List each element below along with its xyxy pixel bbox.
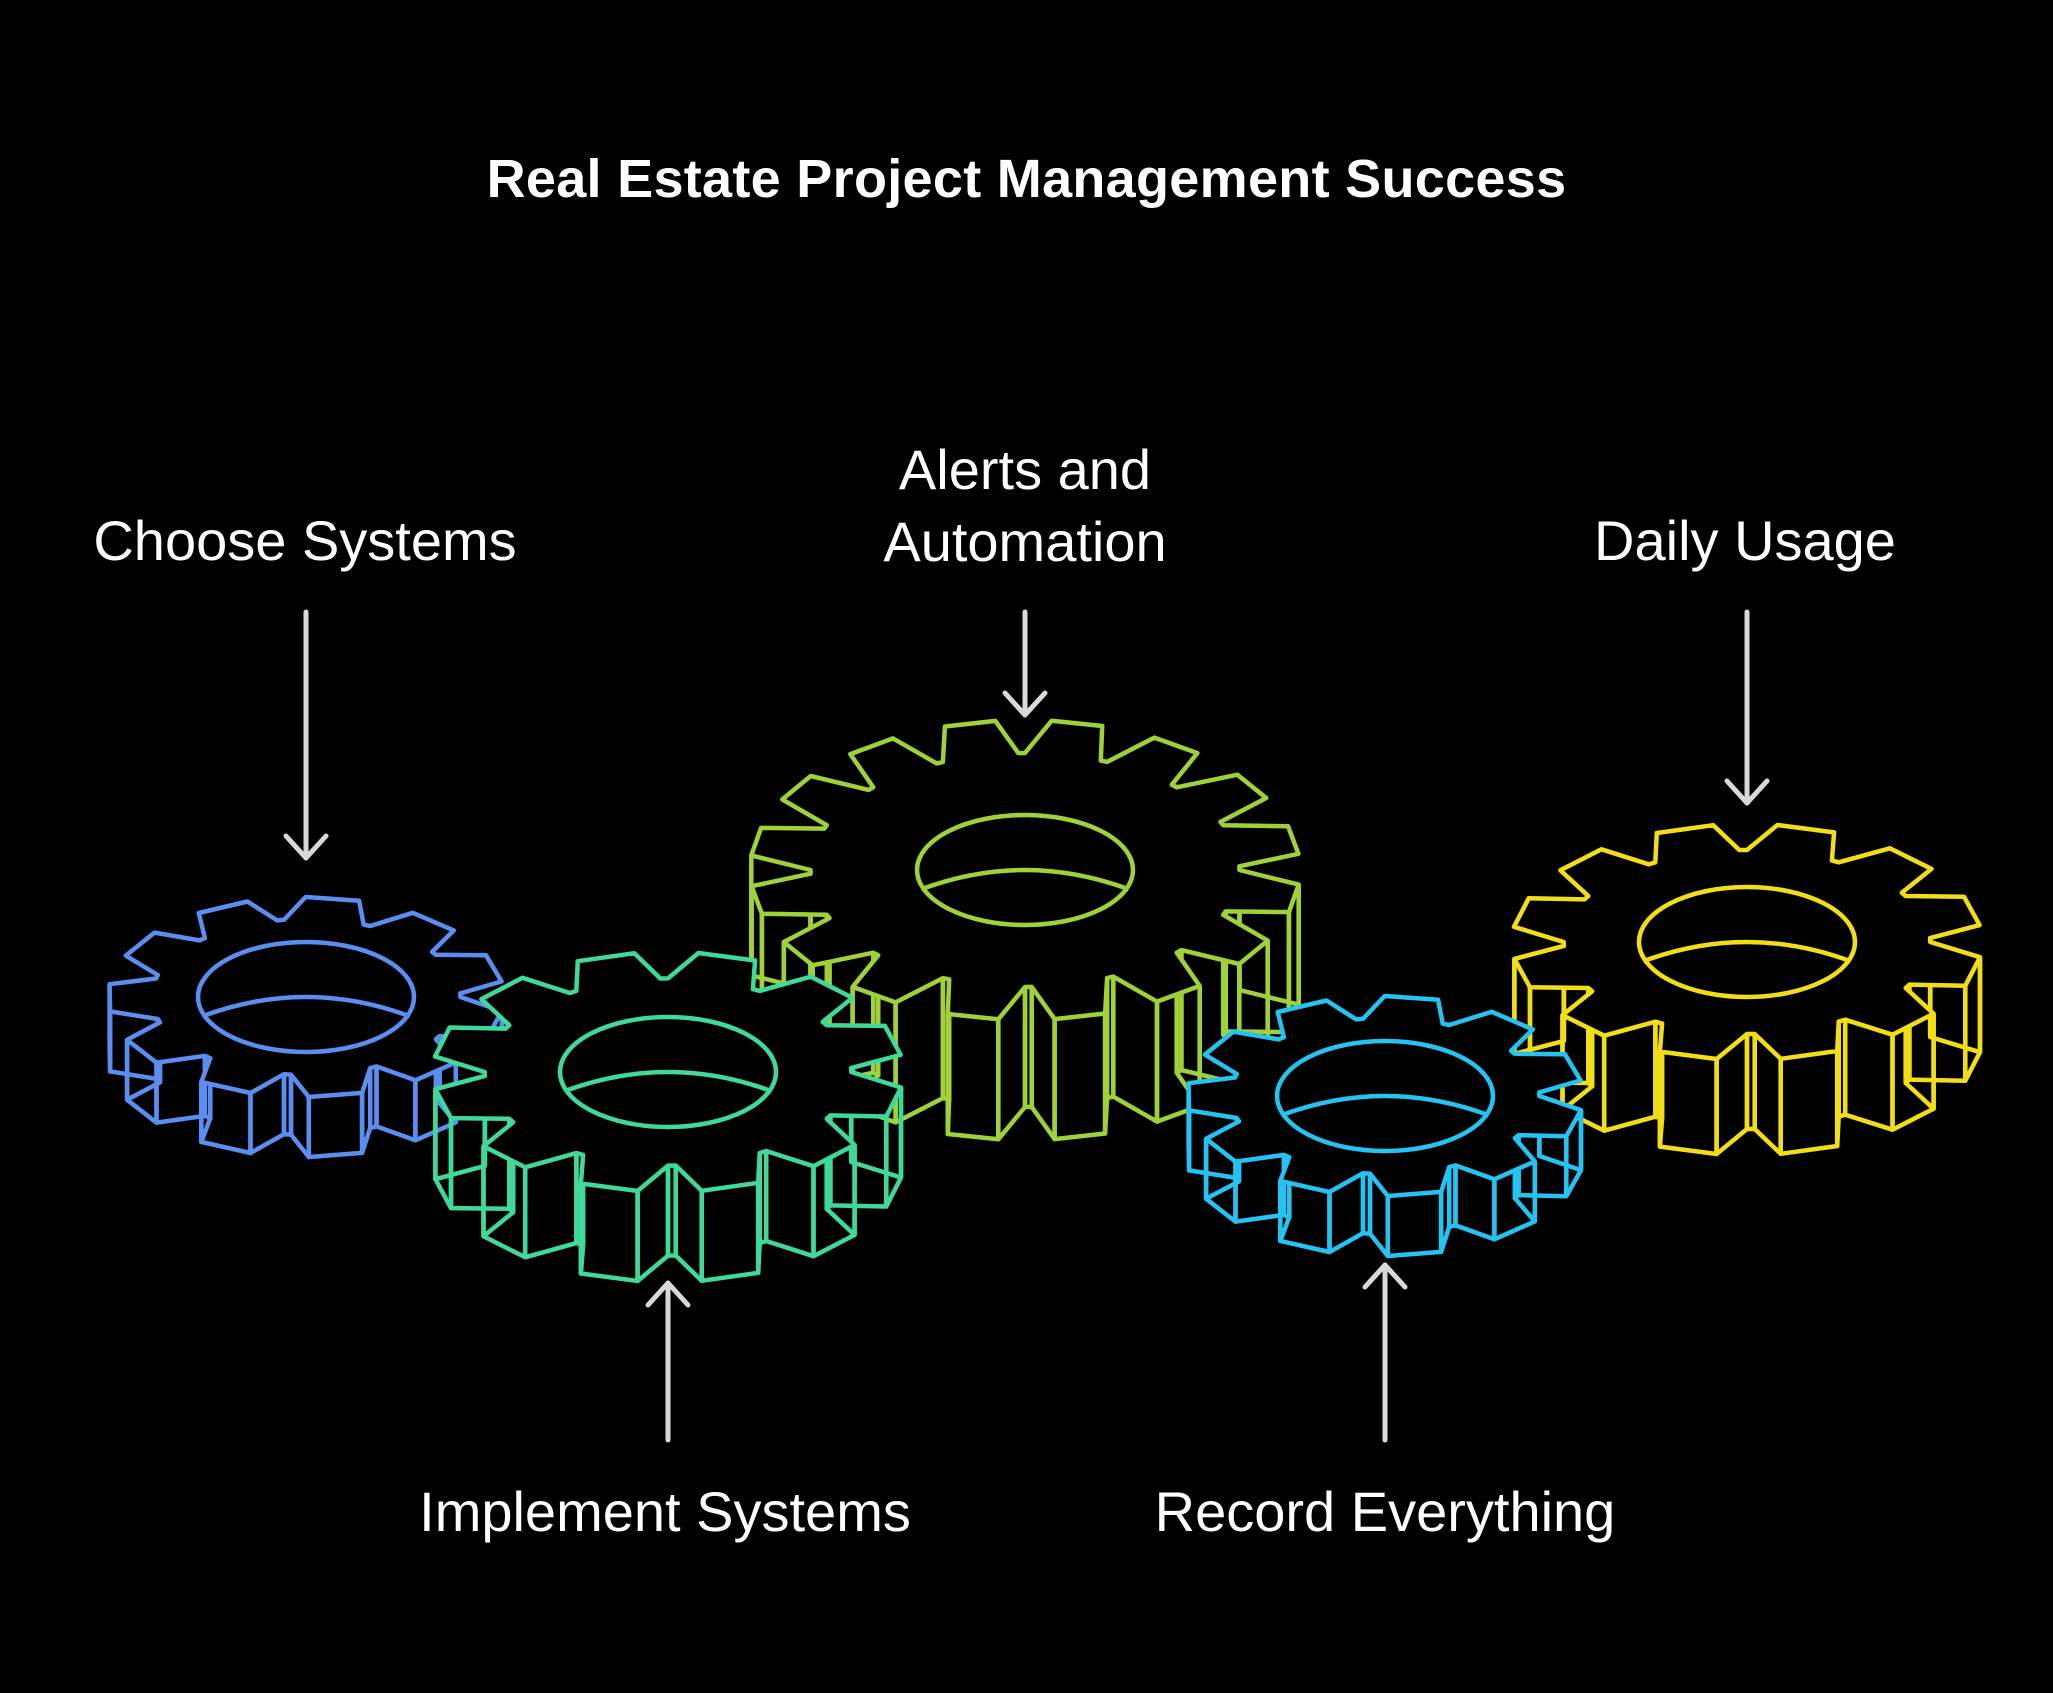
daily-gear-wall [1842, 1019, 1895, 1132]
label-implement-systems: Implement Systems [419, 1480, 911, 1543]
choose-gear-icon [107, 894, 505, 1160]
record-gear-hole-inner [1280, 1093, 1490, 1118]
record-arrow [1362, 1262, 1408, 1443]
choose-arrow-head [283, 833, 329, 861]
alerts-gear-wall [1052, 1013, 1108, 1142]
implement-gear-hole [557, 1014, 779, 1130]
alerts-gear-hole [914, 812, 1136, 928]
daily-gear-wall [1778, 1051, 1840, 1157]
alerts-gear-icon [749, 718, 1301, 1142]
choose-gear-wall [107, 984, 113, 1074]
gears-layer [107, 718, 1983, 1284]
implement-gear-wall [578, 1183, 640, 1284]
label-record-everything: Record Everything [1154, 1480, 1616, 1543]
daily-gear-hole [1636, 884, 1858, 1000]
label-daily-usage: Daily Usage [1594, 509, 1896, 572]
record-gear-hole [1274, 1038, 1496, 1154]
implement-gear-icon [432, 950, 904, 1284]
record-gear-wall [1233, 1154, 1287, 1224]
diagram-title: Real Estate Project Management Success [486, 149, 1567, 209]
daily-arrow-head [1724, 778, 1770, 806]
choose-gear-wall [306, 1092, 365, 1160]
implement-gear-hole-inner [563, 1069, 773, 1094]
choose-gear-hole [195, 939, 417, 1055]
implement-gear-wall [522, 1153, 579, 1260]
implement-gear-wall [763, 1151, 816, 1259]
daily-gear-icon [1511, 822, 1983, 1157]
choose-gear-hole-inner [201, 994, 411, 1019]
daily-gear-wall [1657, 1051, 1719, 1157]
daily-gear-hole-inner [1642, 939, 1852, 964]
daily-arrow [1724, 609, 1770, 806]
record-gear-icon [1186, 993, 1584, 1259]
choose-arrow [283, 609, 329, 861]
arrows-layer [283, 609, 1770, 1443]
alerts-gear-wall [945, 1014, 1001, 1142]
record-gear-wall [1186, 1083, 1192, 1173]
choose-gear-wall [154, 1055, 208, 1125]
record-gear-wall [1385, 1191, 1444, 1259]
implement-arrow-head [645, 1280, 691, 1308]
implement-arrow [645, 1280, 691, 1443]
record-arrow-head [1362, 1262, 1408, 1290]
alerts-gear-hole-inner [920, 867, 1130, 892]
implement-gear-wall [699, 1182, 761, 1284]
alerts-arrow [1002, 609, 1048, 718]
label-choose-systems: Choose Systems [93, 509, 517, 572]
alerts-arrow-head [1002, 690, 1048, 718]
daily-gear-wall [1601, 1021, 1658, 1133]
label-alerts-automation: Alerts and Automation [883, 438, 1167, 573]
